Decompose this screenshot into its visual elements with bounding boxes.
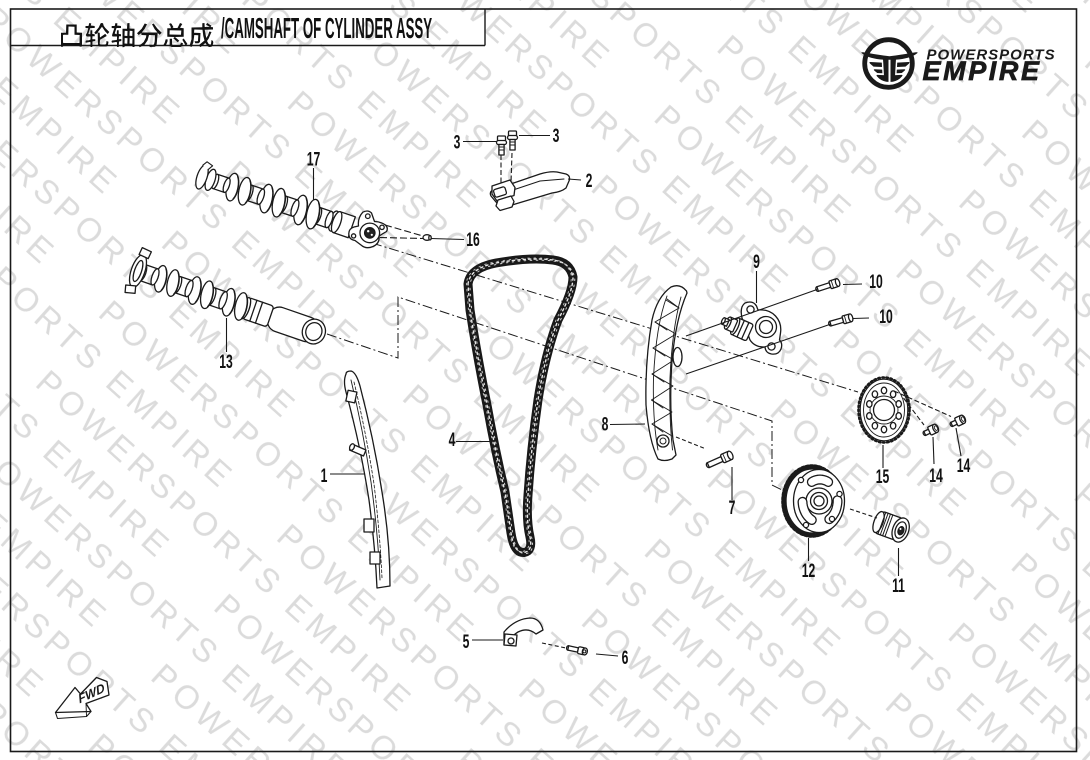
svg-text:8: 8 [602,415,609,435]
svg-text:14: 14 [957,457,971,477]
svg-text:3: 3 [454,133,461,153]
svg-text:17: 17 [307,150,321,170]
svg-text:16: 16 [466,231,480,251]
svg-text:POWERSPORTS: POWERSPORTS [927,47,1056,64]
svg-text:11: 11 [892,577,905,597]
svg-text:4: 4 [449,431,456,451]
svg-text:12: 12 [802,562,816,582]
svg-text:1: 1 [321,467,328,487]
svg-text:2: 2 [586,172,593,192]
svg-text:13: 13 [219,353,233,373]
svg-text:9: 9 [753,253,760,273]
svg-text:15: 15 [876,468,890,488]
svg-text:7: 7 [729,499,736,519]
svg-text:6: 6 [622,649,629,669]
svg-text:14: 14 [929,467,943,487]
svg-text:/CAMSHAFT OF CYLINDER ASSY: /CAMSHAFT OF CYLINDER ASSY [221,12,432,44]
svg-text:10: 10 [879,308,893,328]
svg-text:3: 3 [553,127,560,147]
svg-text:EMPIRE: EMPIRE [923,56,1042,86]
svg-text:5: 5 [463,633,470,653]
svg-text:10: 10 [869,273,883,293]
